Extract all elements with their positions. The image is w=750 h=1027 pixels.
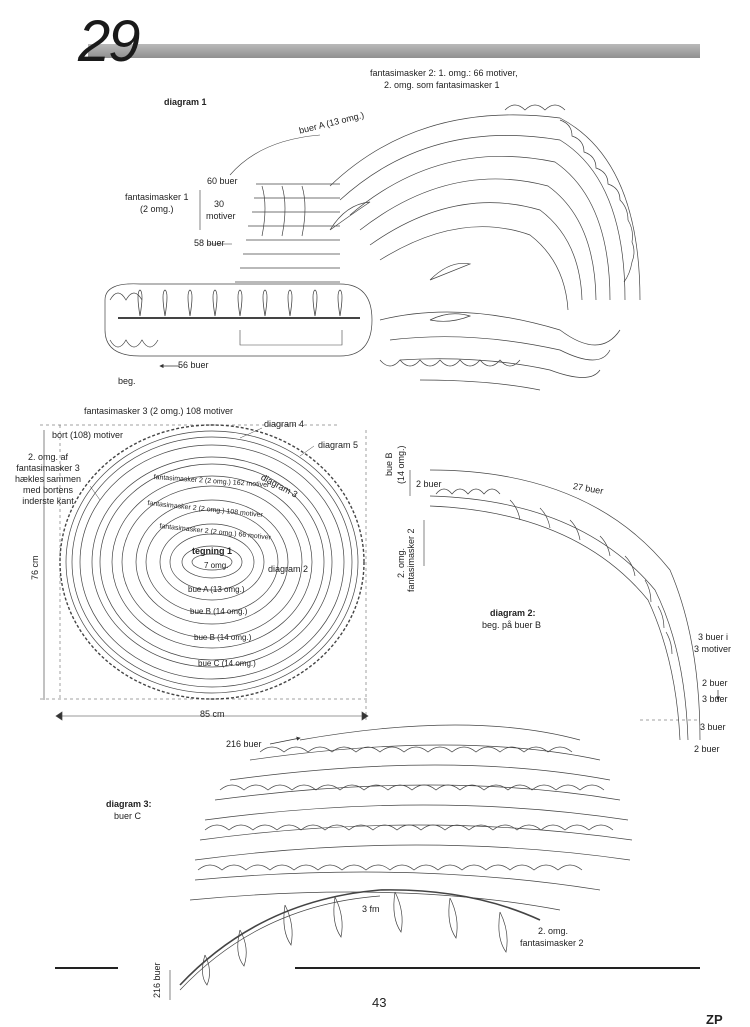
overview-top-line: fantasimasker 3 (2 omg.) 108 motiver bbox=[84, 406, 234, 416]
overview-tegning: tegning 1 bbox=[192, 546, 232, 556]
diagram2-buer3-line2: 3 motiver bbox=[694, 644, 732, 654]
diagram2-title: diagram 2: bbox=[490, 608, 536, 618]
diagram1-buer-58: 58 buer bbox=[194, 238, 225, 248]
diagram3-fm3: 3 fm bbox=[362, 904, 380, 914]
diagram3-drawing bbox=[169, 724, 633, 1000]
overview-bue-a: bue A (13 omg.) bbox=[188, 585, 245, 594]
diagram2-buer2-b: 2 buer bbox=[694, 744, 720, 754]
diagram3-omg2-line2: fantasimasker 2 bbox=[520, 938, 584, 948]
diagram1-fantasi1-line2: (2 omg.) bbox=[140, 204, 174, 214]
header-bar bbox=[88, 44, 700, 58]
overview-drawing bbox=[40, 424, 370, 721]
diagram3-buer216-top: 216 buer bbox=[226, 739, 262, 749]
corner-mark: ZP bbox=[706, 1012, 723, 1027]
left-note-line: med bortens bbox=[22, 485, 74, 495]
diagram3-title: diagram 3: bbox=[106, 799, 152, 809]
chapter-number: 29 bbox=[78, 9, 140, 74]
overview-width: 85 cm bbox=[200, 709, 225, 719]
overview-bue-b: bue B (14 omg.) bbox=[190, 607, 248, 616]
diagram2-bue-b: bue B bbox=[384, 452, 394, 476]
diagram1-motiver30-line1: 30 bbox=[214, 199, 225, 209]
page-number: 43 bbox=[372, 995, 387, 1010]
diagram1-motiver30-line2: motiver bbox=[206, 211, 236, 221]
overview-diagram5: diagram 5 bbox=[318, 440, 359, 450]
diagram2-buer2-a: 2 buer bbox=[702, 678, 728, 688]
diagram2-side-line2: fantasimasker 2 bbox=[406, 528, 416, 592]
diagram3-buer216-side: 216 buer bbox=[152, 962, 162, 998]
diagram3-omg2-line1: 2. omg. bbox=[538, 926, 569, 936]
overview-left-note: 2. omg. af fantasimasker 3 hækles sammen… bbox=[8, 452, 88, 507]
diagram1-buer-56: 56 buer bbox=[178, 360, 209, 370]
overview-bort: bort (108) motiver bbox=[52, 430, 124, 440]
overview-bue-c: bue C (14 omg.) bbox=[198, 659, 256, 668]
overview-seven-omg: 7 omg. bbox=[204, 561, 229, 570]
left-note-line: hækles sammen bbox=[14, 474, 82, 484]
diagram3-subtitle: buer C bbox=[114, 811, 142, 821]
diagram1-drawing bbox=[104, 104, 641, 391]
left-note-line: 2. omg. af bbox=[27, 452, 69, 462]
diagram1-title: diagram 1 bbox=[164, 97, 207, 107]
diagram2-buer3-line1: 3 buer i bbox=[698, 632, 729, 642]
diagram2-buer2-top: 2 buer bbox=[416, 479, 442, 489]
diagram2-buer3-b: 3 buer bbox=[700, 722, 726, 732]
overview-bue-b2: bue B (14 omg.) bbox=[194, 633, 252, 642]
diagram1-header-line2: 2. omg. som fantasimasker 1 bbox=[384, 80, 500, 90]
diagram2-subtitle: beg. på buer B bbox=[482, 620, 542, 630]
overview-diagram2: diagram 2 bbox=[268, 564, 309, 574]
diagram1-buer-60: 60 buer bbox=[207, 176, 238, 186]
left-note-line: inderste kant bbox=[22, 496, 74, 506]
diagram1-fantasi1-line1: fantasimasker 1 bbox=[125, 192, 189, 202]
overview-height: 76 cm bbox=[30, 555, 40, 580]
diagram2-omg14: (14 omg.) bbox=[396, 445, 406, 484]
diagram1-header-line1: fantasimasker 2: 1. omg.: 66 motiver, bbox=[370, 68, 518, 78]
left-note-line: fantasimasker 3 bbox=[16, 463, 80, 473]
diagram2-buer3-a: 3 buer bbox=[702, 694, 728, 704]
diagram1-beg: beg. bbox=[118, 376, 136, 386]
overview-diagram4: diagram 4 bbox=[264, 419, 305, 429]
diagram2-drawing bbox=[409, 469, 721, 741]
